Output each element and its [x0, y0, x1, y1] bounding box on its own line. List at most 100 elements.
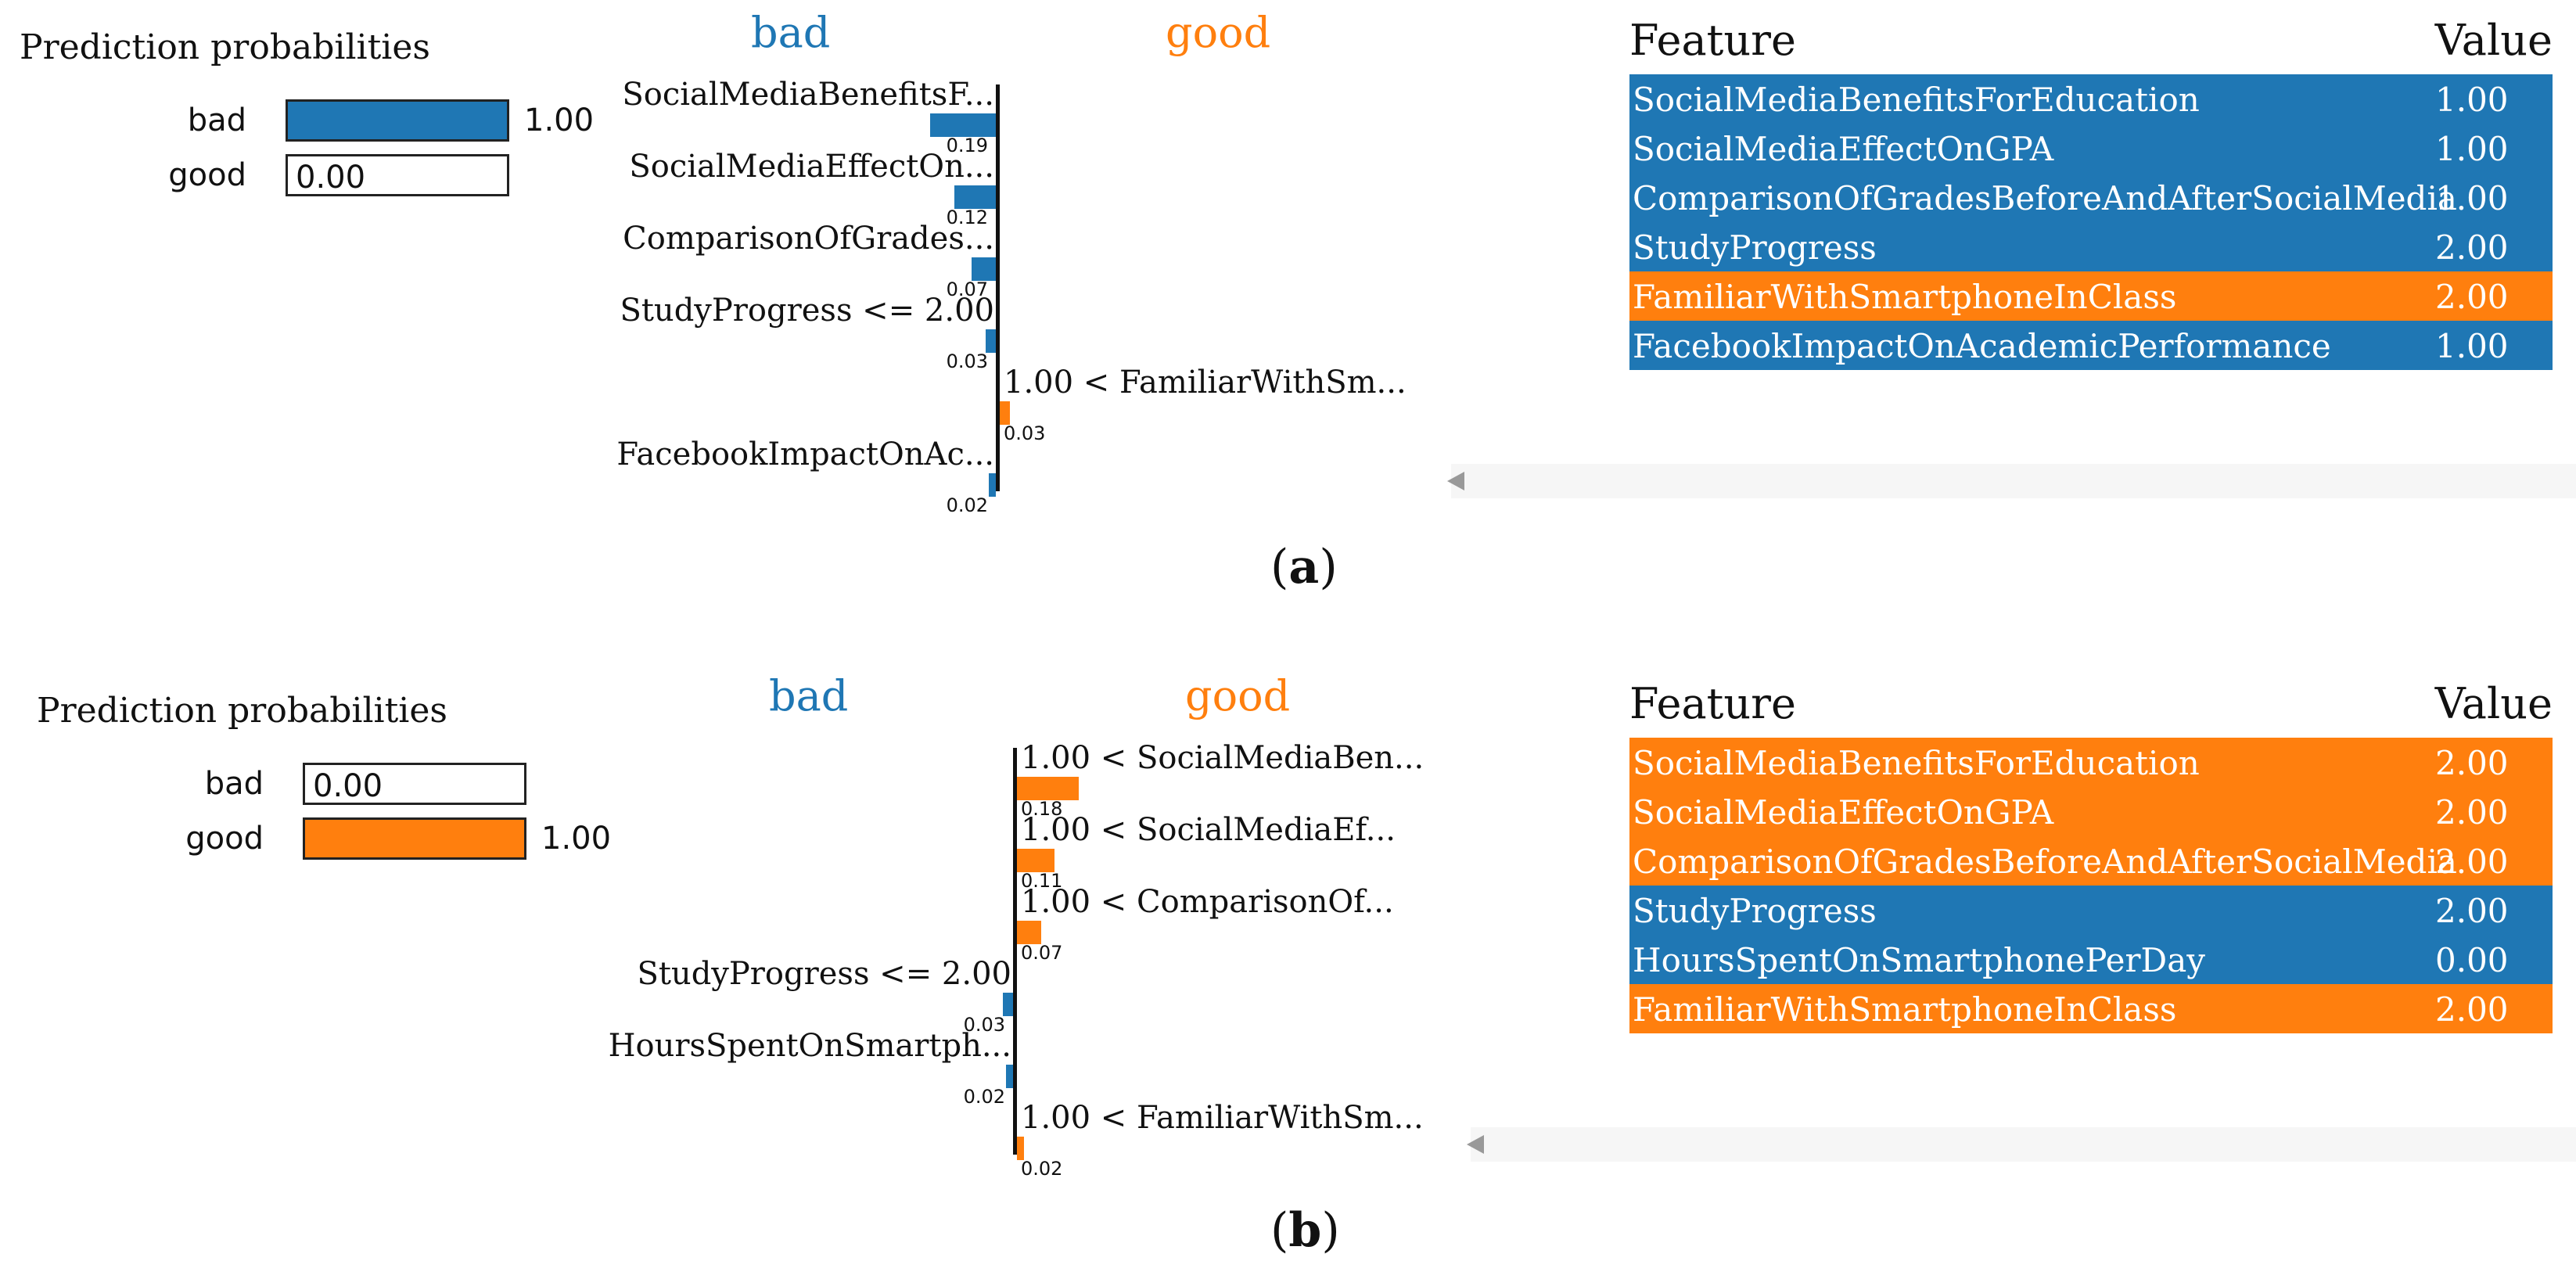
contribution-value: 0.07: [1021, 942, 1063, 964]
contribution-bar: [1017, 1137, 1024, 1160]
contribution-bar: [1000, 401, 1010, 425]
feature-value: 2.00: [2435, 228, 2509, 267]
table-row: SocialMediaBenefitsForEducation 1.00: [1629, 74, 2553, 124]
contribution-bar: [986, 329, 996, 353]
probability-bar: [303, 817, 526, 860]
panel-b: Prediction probabilities bad 0.00 good 1…: [0, 663, 2576, 1258]
feature-value: 1.00: [2435, 81, 2509, 119]
table-row: HoursSpentOnSmartphonePerDay 0.00: [1629, 935, 2553, 984]
feature-name: FacebookImpactOnAcademicPerformance: [1633, 327, 2331, 365]
feature-contribution-chart: bad good 1.00 < SocialMediaBen... 0.18 1.0…: [0, 663, 1447, 1211]
class-label-bad: bad: [769, 671, 849, 720]
contribution-value: 0.19: [946, 135, 988, 156]
table-row: ComparisonOfGradesBeforeAndAfterSocialMe…: [1629, 836, 2553, 886]
contribution-bar: [1017, 921, 1041, 944]
feature-name: FamiliarWithSmartphoneInClass: [1633, 990, 2177, 1029]
panel-a: Prediction probabilities bad 1.00 good 0…: [0, 0, 2576, 595]
class-label-bad: bad: [751, 8, 831, 57]
feature-name: ComparisonOfGradesBeforeAndAfterSocialMe…: [1633, 179, 2457, 217]
feature-value-table: Feature Value SocialMediaBenefitsForEduc…: [1629, 16, 2553, 375]
contribution-value: 0.03: [1004, 422, 1046, 444]
contribution-value: 0.02: [946, 494, 988, 516]
zero-axis: [1013, 748, 1017, 1155]
feature-name: SocialMediaEffectOnGPA: [1633, 130, 2054, 168]
table-row: ComparisonOfGradesBeforeAndAfterSocialMe…: [1629, 173, 2553, 222]
scroll-left-arrow-icon[interactable]: [1447, 472, 1464, 490]
contribution-bar: [1017, 849, 1054, 872]
feature-value: 2.00: [2435, 744, 2509, 782]
feature-label: 1.00 < SocialMediaBen...: [1021, 740, 1425, 776]
contribution-bar: [989, 473, 996, 497]
probability-bar: 0.00: [286, 154, 509, 196]
feature-label: SocialMediaEffectOn...: [629, 149, 994, 185]
panel-caption: (b): [1270, 1203, 1340, 1258]
table-row: SocialMediaBenefitsForEducation 2.00: [1629, 738, 2553, 787]
contribution-value: 0.02: [963, 1086, 1005, 1108]
contribution-bar: [930, 113, 996, 137]
probability-row-good: good 1.00: [37, 817, 631, 861]
feature-name: SocialMediaBenefitsForEducation: [1633, 81, 2200, 119]
zero-axis: [996, 84, 1000, 491]
table-row: StudyProgress 2.00: [1629, 222, 2553, 271]
feature-value: 2.00: [2435, 793, 2509, 832]
contribution-value: 0.18: [1021, 798, 1063, 820]
probability-label: good: [185, 821, 264, 857]
horizontal-scrollbar[interactable]: [1451, 464, 2576, 498]
feature-label: 1.00 < FamiliarWithSm...: [1004, 365, 1407, 401]
contribution-bar: [972, 257, 996, 281]
table-header-feature: Feature: [1629, 679, 1796, 728]
contribution-bar: [954, 185, 996, 209]
feature-label: ComparisonOfGrades...: [623, 221, 994, 257]
feature-name: ComparisonOfGradesBeforeAndAfterSocialMe…: [1633, 842, 2457, 881]
panel-caption: (a): [1270, 540, 1338, 595]
scroll-left-arrow-icon[interactable]: [1467, 1135, 1484, 1154]
feature-value: 0.00: [2435, 941, 2509, 979]
feature-label: 1.00 < FamiliarWithSm...: [1021, 1100, 1424, 1136]
probability-fill: [288, 102, 507, 139]
prediction-probabilities-title: Prediction probabilities: [37, 691, 447, 731]
probability-value: 0.00: [313, 768, 383, 804]
contribution-value: 0.12: [946, 207, 988, 228]
feature-name: StudyProgress: [1633, 892, 1877, 930]
feature-name: StudyProgress: [1633, 228, 1877, 267]
probability-bar: [286, 99, 509, 142]
feature-name: FamiliarWithSmartphoneInClass: [1633, 278, 2177, 316]
table-header-value: Value: [2434, 679, 2553, 728]
probability-bar: 0.00: [303, 763, 526, 805]
contribution-value: 0.03: [963, 1014, 1005, 1036]
probability-label: bad: [187, 102, 246, 138]
contribution-value: 0.11: [1021, 870, 1063, 892]
probability-fill: [305, 820, 524, 857]
feature-label: StudyProgress <= 2.00: [637, 956, 1011, 992]
contribution-value: 0.02: [1021, 1158, 1063, 1180]
contribution-bar: [1017, 777, 1079, 800]
prediction-probabilities: Prediction probabilities bad 1.00 good 0…: [20, 27, 614, 199]
prediction-probabilities-title: Prediction probabilities: [20, 27, 430, 67]
feature-label: 1.00 < ComparisonOf...: [1021, 884, 1394, 920]
probability-row-bad: bad 1.00: [20, 99, 614, 143]
feature-name: SocialMediaBenefitsForEducation: [1633, 744, 2200, 782]
table-header-feature: Feature: [1629, 16, 1796, 65]
contribution-bar: [1003, 993, 1013, 1016]
probability-row-bad: bad 0.00: [37, 763, 631, 807]
probability-value: 1.00: [524, 102, 595, 138]
class-label-good: good: [1166, 8, 1271, 57]
feature-label: HoursSpentOnSmartph...: [608, 1028, 1011, 1064]
probability-label: good: [168, 157, 246, 193]
feature-value: 2.00: [2435, 278, 2509, 316]
feature-label: FacebookImpactOnAc...: [616, 437, 994, 472]
contribution-bar: [1006, 1065, 1013, 1088]
contribution-value: 0.03: [946, 350, 988, 372]
feature-name: HoursSpentOnSmartphonePerDay: [1633, 941, 2205, 979]
probability-row-good: good 0.00: [20, 154, 614, 198]
feature-value: 1.00: [2435, 179, 2509, 217]
feature-label: SocialMediaBenefitsF...: [622, 77, 994, 113]
table-header-value: Value: [2434, 16, 2553, 65]
horizontal-scrollbar[interactable]: [1471, 1127, 2576, 1162]
feature-value: 2.00: [2435, 842, 2509, 881]
feature-value: 1.00: [2435, 130, 2509, 168]
